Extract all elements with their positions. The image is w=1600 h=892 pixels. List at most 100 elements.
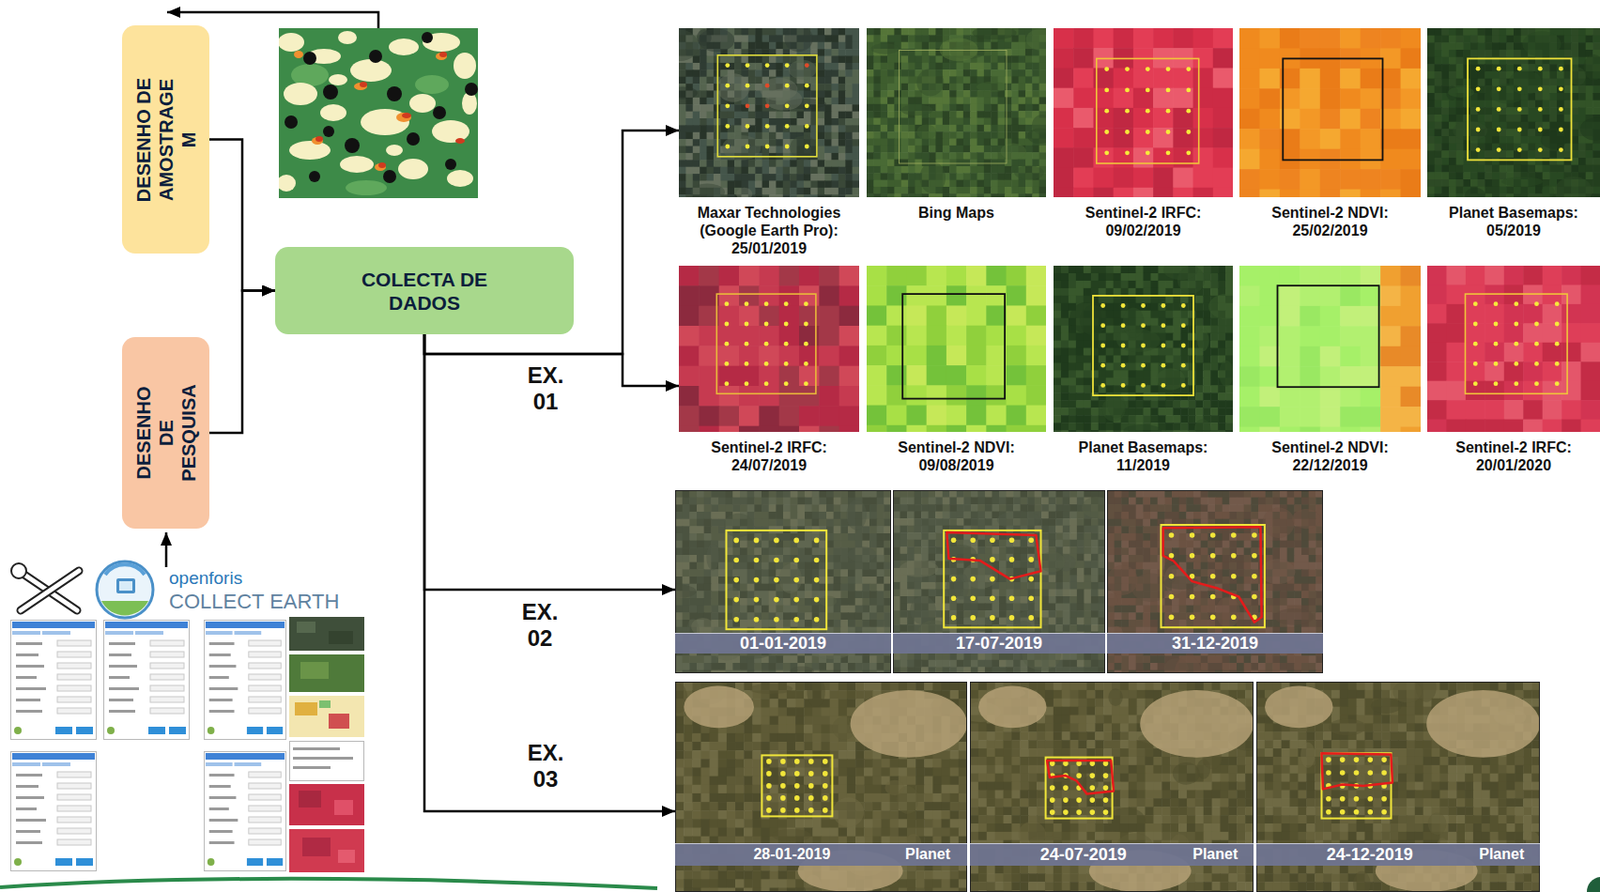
image-pixel xyxy=(907,118,916,126)
image-pixel xyxy=(699,167,708,175)
image-pixel xyxy=(873,69,881,77)
image-pixel xyxy=(685,132,693,140)
image-pixel xyxy=(1513,28,1522,36)
sampling-map-part-part xyxy=(455,138,465,144)
image-texture xyxy=(717,73,751,103)
image-pixel xyxy=(1073,47,1094,69)
image-pixel xyxy=(748,111,756,120)
image-pixel xyxy=(1053,127,1075,149)
image-pixel xyxy=(845,173,853,182)
sampling-map-part xyxy=(284,31,478,184)
sample-point xyxy=(784,123,790,129)
image-pixel xyxy=(977,172,985,181)
sample-point xyxy=(1104,150,1109,155)
image-pixel xyxy=(685,167,693,175)
image-pixel xyxy=(734,28,742,36)
image-pixel xyxy=(1506,107,1514,115)
image-pixel xyxy=(685,159,693,168)
image-pixel xyxy=(1477,42,1486,50)
image-pixel xyxy=(1570,28,1579,36)
image-pixel xyxy=(1527,122,1536,130)
image-pixel xyxy=(720,159,728,168)
image-pixel xyxy=(1380,108,1401,130)
image-pixel xyxy=(907,55,916,63)
screenshot-collage-part xyxy=(290,741,365,782)
image-pixel xyxy=(824,76,832,85)
image-texture xyxy=(678,86,698,100)
sample-point xyxy=(1145,108,1151,114)
image-pixel xyxy=(817,124,826,133)
image-pixel xyxy=(838,111,847,120)
image-pixel xyxy=(754,124,763,133)
image-pixel xyxy=(1578,92,1586,101)
image-pixel xyxy=(1153,88,1174,109)
image-pixel xyxy=(678,153,687,161)
image-pixel xyxy=(990,145,999,154)
image-pixel xyxy=(969,104,978,112)
image-pixel xyxy=(990,180,999,188)
image-pixel xyxy=(748,90,756,98)
satellite-image xyxy=(1053,28,1233,198)
image-pixel xyxy=(1018,110,1027,119)
image-pixel xyxy=(998,104,1006,112)
image-pixel xyxy=(845,159,853,168)
image-pixel xyxy=(984,172,992,181)
image-pixel xyxy=(901,145,909,154)
image-pixel xyxy=(963,138,971,147)
sampling-map-part-part xyxy=(445,158,457,170)
image-pixel xyxy=(893,118,902,126)
image-pixel xyxy=(1092,187,1114,198)
image-pixel xyxy=(838,180,847,188)
image-texture xyxy=(765,89,802,111)
image-texture xyxy=(690,184,725,198)
image-pixel xyxy=(838,124,847,133)
image-pixel xyxy=(754,56,763,64)
image-pixel xyxy=(1556,114,1565,123)
image-pixel xyxy=(914,96,923,105)
image-pixel xyxy=(1279,169,1301,190)
image-pixel xyxy=(990,96,999,105)
image-pixel xyxy=(1513,35,1522,44)
image-pixel xyxy=(1299,128,1321,150)
image-pixel xyxy=(984,186,992,195)
image-pixel xyxy=(969,152,978,160)
image-pixel xyxy=(969,159,978,168)
image-pixel xyxy=(754,34,763,43)
image-pixel xyxy=(922,138,930,147)
image-pixel xyxy=(1018,83,1027,92)
image-pixel xyxy=(1542,71,1551,79)
image-pixel xyxy=(1441,57,1449,65)
image-pixel xyxy=(1133,127,1154,149)
image-pixel xyxy=(817,153,826,161)
image-pixel xyxy=(901,131,909,139)
image-pixel xyxy=(740,62,749,71)
image-pixel xyxy=(734,34,742,43)
image-pixel xyxy=(803,83,812,92)
image-pixel xyxy=(692,124,701,133)
image-pixel xyxy=(845,97,853,106)
image-pixel xyxy=(1578,49,1586,58)
image-pixel xyxy=(1153,28,1174,49)
image-pixel xyxy=(1279,28,1301,49)
image-pixel xyxy=(1400,68,1421,90)
image-pixel xyxy=(969,118,978,126)
sample-point xyxy=(745,123,751,129)
image-pixel xyxy=(942,138,951,147)
image-caption: Sentinel-2 IRFC: 09/02/2019 xyxy=(1062,203,1225,240)
image-pixel xyxy=(963,152,971,160)
image-pixel xyxy=(830,138,839,147)
image-pixel xyxy=(1053,107,1075,129)
image-pixel xyxy=(1299,189,1321,198)
image-pixel xyxy=(928,138,937,147)
image-pixel xyxy=(754,159,763,168)
image-pixel xyxy=(1570,35,1579,44)
image-pixel xyxy=(1339,189,1361,198)
image-pixel xyxy=(1053,67,1075,89)
image-pixel xyxy=(838,69,847,77)
image-pixel xyxy=(707,76,715,85)
image-pixel xyxy=(699,111,708,120)
image-pixel xyxy=(887,180,895,188)
image-pixel xyxy=(977,131,985,139)
image-pixel xyxy=(942,131,951,139)
image-pixel xyxy=(1025,96,1033,105)
